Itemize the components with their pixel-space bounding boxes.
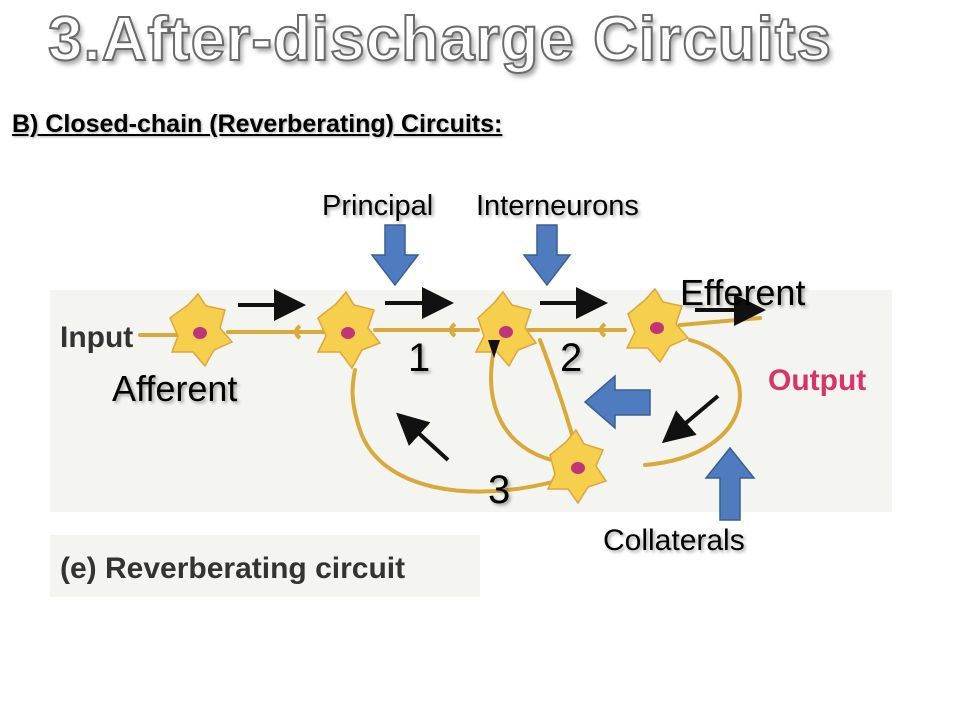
efferent-label: Efferent: [680, 272, 806, 313]
flow-arrow-back: [661, 394, 720, 444]
number-2-label: 2: [560, 336, 583, 380]
number-3-label: 3: [488, 468, 511, 512]
middle-block-arrow: [583, 374, 651, 430]
figure-caption: (e) Reverberating circuit: [60, 552, 405, 585]
neuron-efferent: [625, 287, 690, 364]
principal-block-arrow: [370, 224, 420, 287]
afferent-label: Afferent: [112, 368, 238, 409]
principal-label: Principal: [322, 190, 434, 222]
collateral-efferent: [643, 338, 742, 467]
caption-background: [50, 535, 480, 597]
collaterals-block-arrow: [704, 446, 756, 521]
collaterals-label: Collaterals: [603, 524, 745, 557]
interneuron-block-arrow: [522, 224, 572, 287]
feedback-axon: [350, 368, 562, 494]
flow-arrow-feedback: [396, 412, 450, 462]
interneurons-label: Interneurons: [476, 190, 639, 222]
input-label: Input: [60, 321, 133, 354]
slide-subtitle: B) Closed-chain (Reverberating) Circuits…: [12, 110, 503, 138]
synapse-2: [449, 322, 457, 338]
synapse-1: [294, 324, 302, 340]
neuron-collateral: [546, 428, 608, 505]
synapse-3: [599, 322, 607, 338]
output-label: Output: [768, 364, 866, 397]
number-1-label: 1: [408, 336, 431, 380]
neuron-afferent: [169, 292, 234, 368]
collateral-1: [489, 343, 562, 464]
neuron-principal: [316, 290, 382, 370]
slide-title: 3.After-discharge Circuits: [47, 4, 832, 75]
flow-arrow-down: [488, 340, 500, 358]
